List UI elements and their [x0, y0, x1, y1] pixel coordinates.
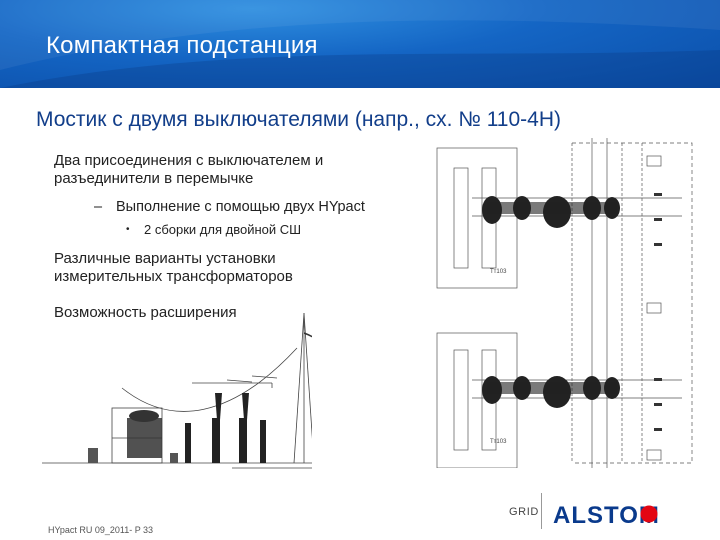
footer-text: HYpact RU 09_2011- P 33 [48, 525, 154, 535]
bullet-item-2: Различные варианты установки измерительн… [54, 250, 293, 286]
switchgear-assembly-bottom [482, 376, 620, 408]
bullet-item-2-line-1: Различные варианты установки [54, 250, 276, 267]
bullet-item-3: Возможность расширения [54, 304, 237, 322]
bullet-item-3-text: Возможность расширения [54, 304, 237, 321]
bullet-item-1-line-1: Два присоединения с выключателем и [54, 152, 324, 169]
substation-plan-drawing: Тт103 Тт103 [436, 138, 693, 468]
sub-bullet-1: –Выполнение с помощью двух HYpact [94, 199, 365, 215]
header-bar: Компактная подстанция [0, 0, 720, 88]
sub-bullet-1-text: Выполнение с помощью двух HYpact [116, 199, 365, 215]
alstom-logo: ALSTOM [553, 502, 659, 529]
sub-sub-bullet-1: • 2 сборки для двойной СШ [126, 222, 301, 237]
dot-marker: • [126, 224, 130, 235]
grid-logo: GRID [509, 506, 539, 518]
cabinet-top [436, 147, 518, 289]
substation-elevation-drawing [42, 312, 312, 469]
bullet-item-1-line-2: разъединители в перемычке [54, 170, 254, 187]
slide-title: Мостик с двумя выключателями (напр., сх.… [36, 108, 561, 131]
breaker-shapes [185, 393, 266, 463]
alstom-logo-dot [640, 505, 658, 523]
switchgear-assembly-top [482, 196, 620, 228]
bullet-item-2-line-2: измерительных трансформаторов [54, 268, 293, 285]
sub-sub-bullet-1-text: 2 сборки для двойной СШ [144, 222, 302, 237]
dash-marker: – [94, 199, 103, 215]
logo-separator [541, 493, 542, 529]
header-decoration [0, 0, 720, 88]
bullet-item-1: Два присоединения с выключателем и разъе… [54, 152, 323, 188]
drawing-label-bottom: Тт103 [490, 439, 507, 445]
transformer-shape [127, 410, 162, 458]
cabinet-bottom [436, 332, 518, 468]
header-title: Компактная подстанция [46, 32, 318, 59]
drawing-label-top: Тт103 [490, 269, 507, 275]
